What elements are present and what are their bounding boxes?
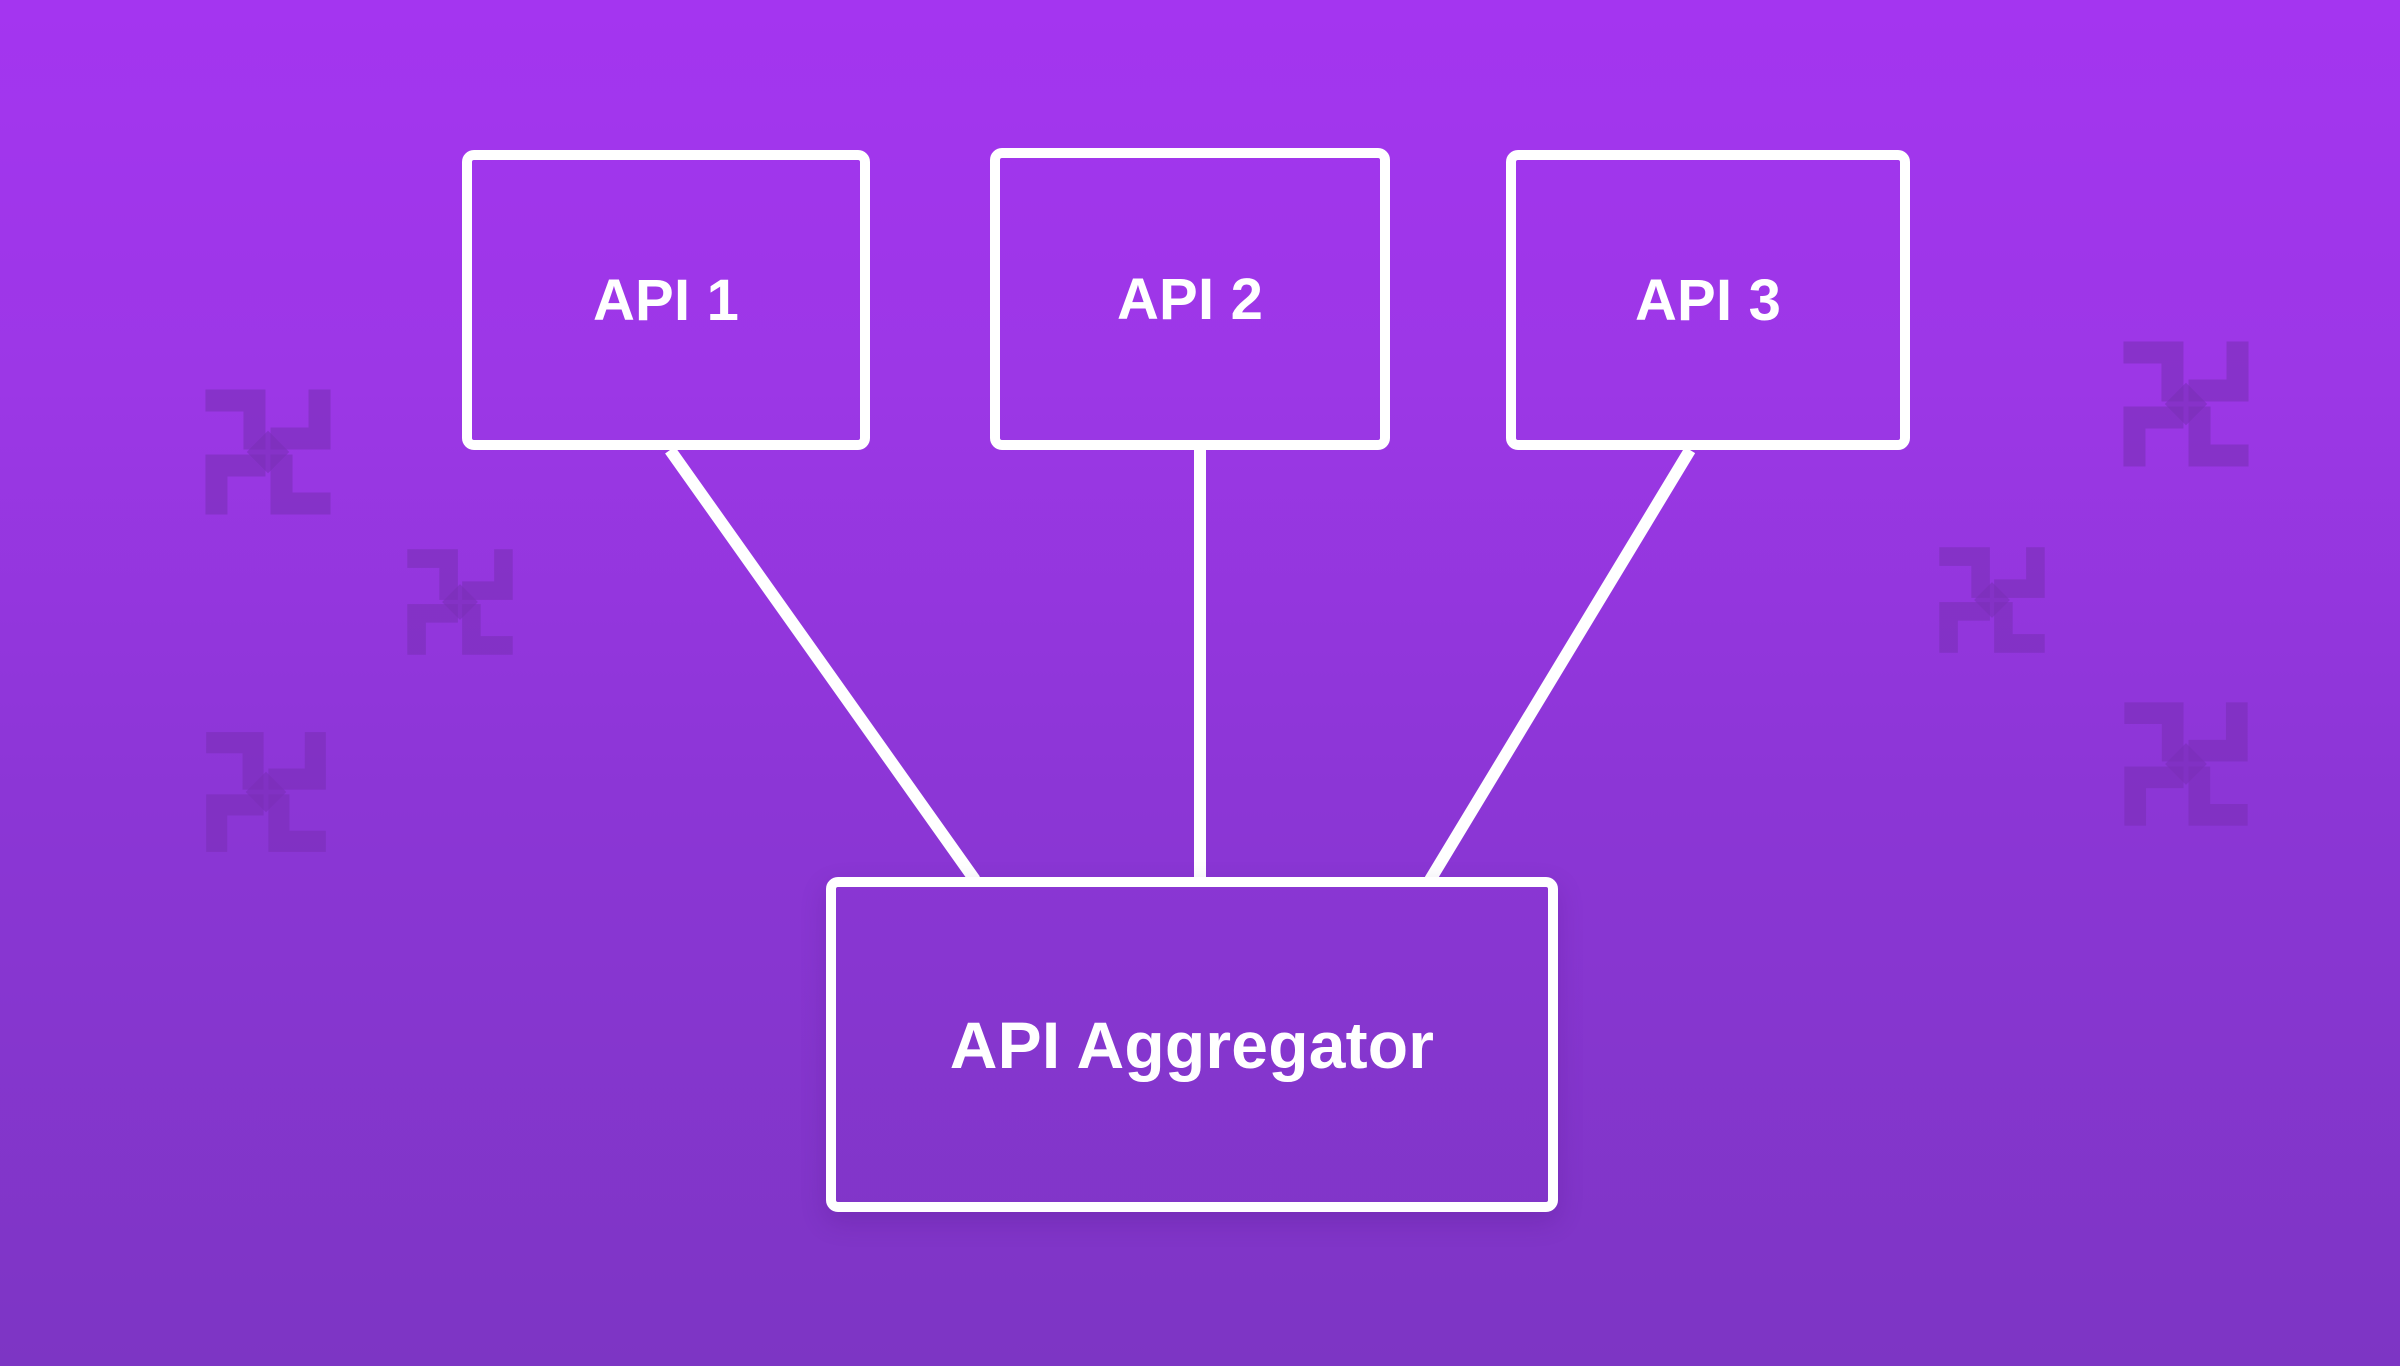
node-api-2-label: API 2	[1116, 266, 1264, 332]
diamond-chevron-ornament	[354, 496, 566, 708]
node-api-aggregator-label: API Aggregator	[949, 1007, 1435, 1082]
diamond-chevron-ornament	[1886, 494, 2098, 706]
connector-api-3-to-aggregator	[1424, 446, 1696, 884]
diamond-chevron-ornament	[146, 672, 386, 912]
node-api-1-label: API 1	[592, 267, 740, 333]
diamond-chevron-ornament	[142, 326, 394, 578]
diamond-chevron-ornament	[2060, 278, 2312, 530]
diamond-chevron-ornament	[2062, 640, 2310, 888]
node-api-3[interactable]: API 3	[1506, 150, 1910, 450]
node-api-aggregator[interactable]: API Aggregator	[826, 877, 1558, 1212]
node-api-1[interactable]: API 1	[462, 150, 870, 450]
connector-api-1-to-aggregator	[665, 446, 980, 884]
node-api-3-label: API 3	[1634, 267, 1782, 333]
node-api-2[interactable]: API 2	[990, 148, 1390, 450]
